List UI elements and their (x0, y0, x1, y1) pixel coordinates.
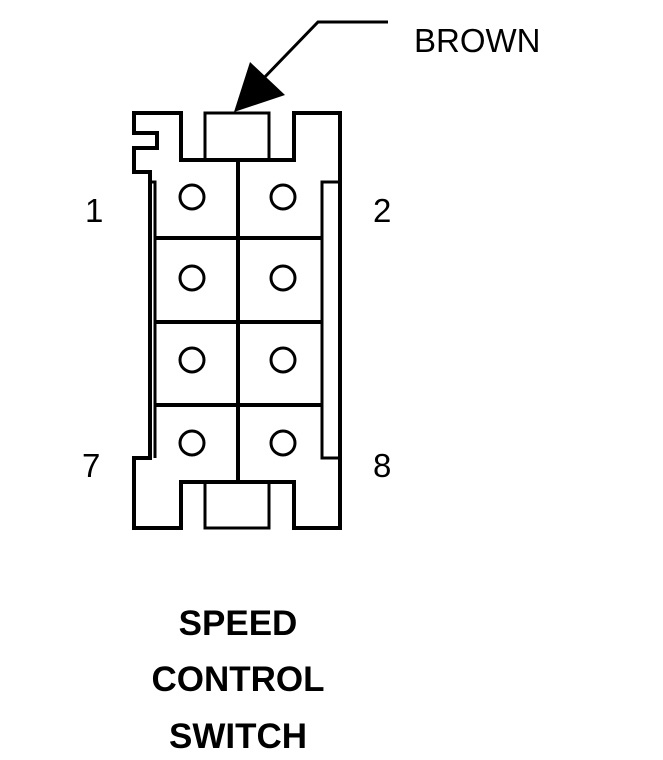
diagram-title: SPEED CONTROL SWITCH (151, 604, 324, 756)
bottom-latch-tab (203, 480, 271, 530)
pin-label-8: 8 (373, 447, 391, 484)
connector-housing (132, 111, 342, 530)
wire-callout (234, 20, 388, 112)
pin-cavity-3 (178, 264, 206, 292)
title-line-2: CONTROL (151, 660, 324, 699)
pin-cavity-5 (178, 346, 206, 374)
title-line-3: SWITCH (169, 717, 307, 756)
top-latch-tab (203, 111, 271, 162)
pin-cavities (178, 183, 297, 457)
pin-cavity-8 (269, 429, 297, 457)
pin-cavity-1 (178, 183, 206, 211)
pin-label-2: 2 (373, 192, 391, 229)
left-inner-rail (150, 180, 157, 458)
wire-label-brown: BROWN (414, 22, 541, 59)
right-inner-rail (320, 180, 340, 460)
title-line-1: SPEED (179, 604, 298, 643)
pin-cavity-4 (269, 264, 297, 292)
pin-cavity-6 (269, 346, 297, 374)
leader-line (258, 20, 388, 84)
pin-label-1: 1 (85, 192, 103, 229)
pin-cavity-2 (269, 183, 297, 211)
arrowhead (234, 62, 285, 112)
pin-label-7: 7 (82, 447, 100, 484)
pin-cavity-7 (178, 429, 206, 457)
